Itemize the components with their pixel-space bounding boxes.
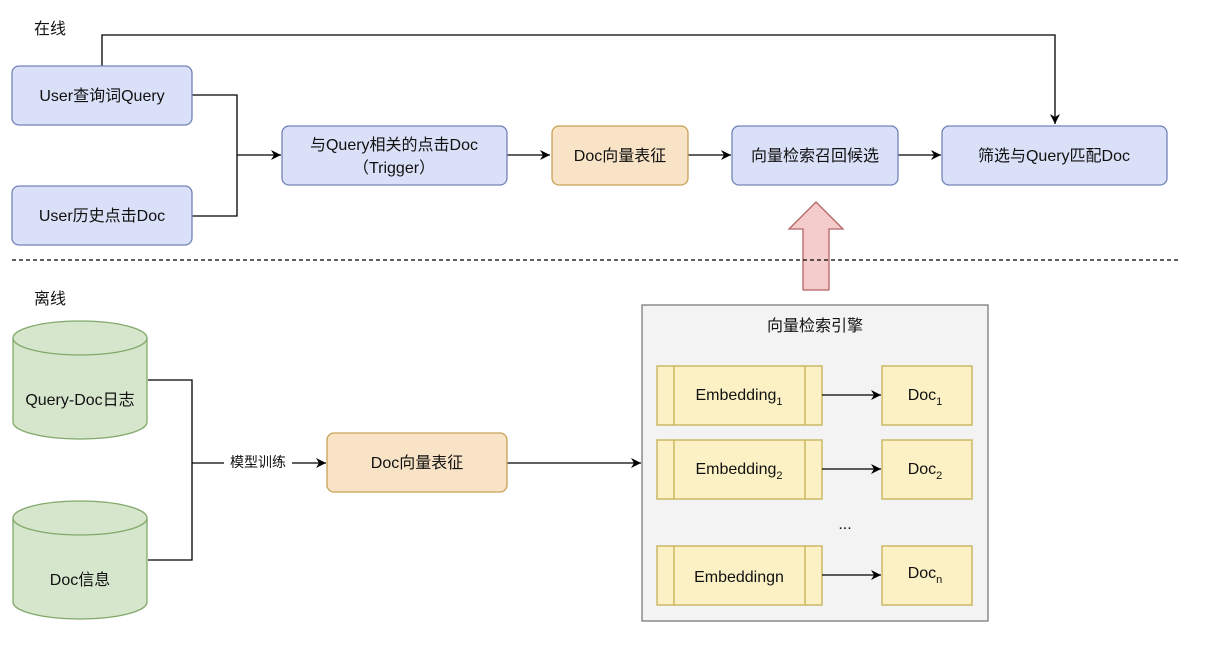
offline-doc-vector-node: Doc向量表征 — [326, 432, 508, 493]
doc-label: Doc1 — [908, 387, 943, 408]
embedding-label: Embedding2 — [695, 461, 782, 482]
embedding-label: Embeddingn — [694, 569, 784, 586]
online-doc-vector-label: Doc向量表征 — [574, 147, 666, 165]
trigger-node: 与Query相关的点击Doc （Trigger） — [281, 125, 508, 186]
user-history-node: User历史点击Doc — [11, 185, 193, 246]
doc-info-database: Doc信息 — [12, 500, 148, 620]
train-label-bg — [224, 452, 292, 472]
engine-row-2: Embedding2 Doc2 — [656, 439, 973, 500]
query-doc-log-label: Query-Doc日志 — [25, 391, 134, 409]
vector-retrieval-node: 向量检索召回候选 — [731, 125, 899, 186]
trigger-label-line2: （Trigger） — [353, 159, 435, 177]
trigger-label-line1: 与Query相关的点击Doc — [310, 136, 478, 154]
query-doc-log-database: Query-Doc日志 — [12, 320, 148, 440]
online-section-label: 在线 — [34, 20, 66, 38]
filter-match-node: 筛选与Query匹配Doc — [941, 125, 1168, 186]
doc-label: Doc2 — [908, 461, 943, 482]
offline-doc-vector-label: Doc向量表征 — [371, 454, 463, 472]
query-to-filter-connector — [101, 34, 1060, 124]
vector-engine-panel: 向量检索引擎 Embedding1 Doc1 Embedding2 Doc2 .… — [641, 304, 989, 622]
vector-retrieval-label: 向量检索召回候选 — [751, 147, 879, 165]
engine-row-1: Embedding1 Doc1 — [656, 365, 973, 426]
engine-to-retrieval-block-arrow — [787, 201, 845, 291]
embedding-cell — [656, 439, 823, 500]
user-history-label: User历史点击Doc — [39, 207, 165, 225]
user-query-label: User查询词Query — [39, 87, 164, 105]
engine-row-n: Embeddingn Docn — [656, 545, 973, 606]
doc-label: Docn — [908, 565, 943, 586]
user-query-node: User查询词Query — [11, 65, 193, 126]
sources-merge-connector — [148, 379, 193, 561]
embedding-cell — [656, 545, 823, 606]
vector-engine-title: 向量检索引擎 — [767, 317, 863, 335]
filter-match-label: 筛选与Query匹配Doc — [978, 146, 1130, 165]
train-label: 模型训练 — [230, 454, 286, 470]
inputs-merge-connector — [192, 94, 238, 217]
embedding-cell — [656, 365, 823, 426]
doc-info-label: Doc信息 — [50, 571, 110, 589]
doc-cell — [881, 439, 973, 500]
doc-cell — [881, 365, 973, 426]
online-doc-vector-node: Doc向量表征 — [551, 125, 689, 186]
doc-cell — [881, 545, 973, 606]
offline-section-label: 离线 — [34, 290, 66, 308]
embedding-label: Embedding1 — [695, 387, 782, 408]
engine-ellipsis: ... — [838, 516, 851, 533]
